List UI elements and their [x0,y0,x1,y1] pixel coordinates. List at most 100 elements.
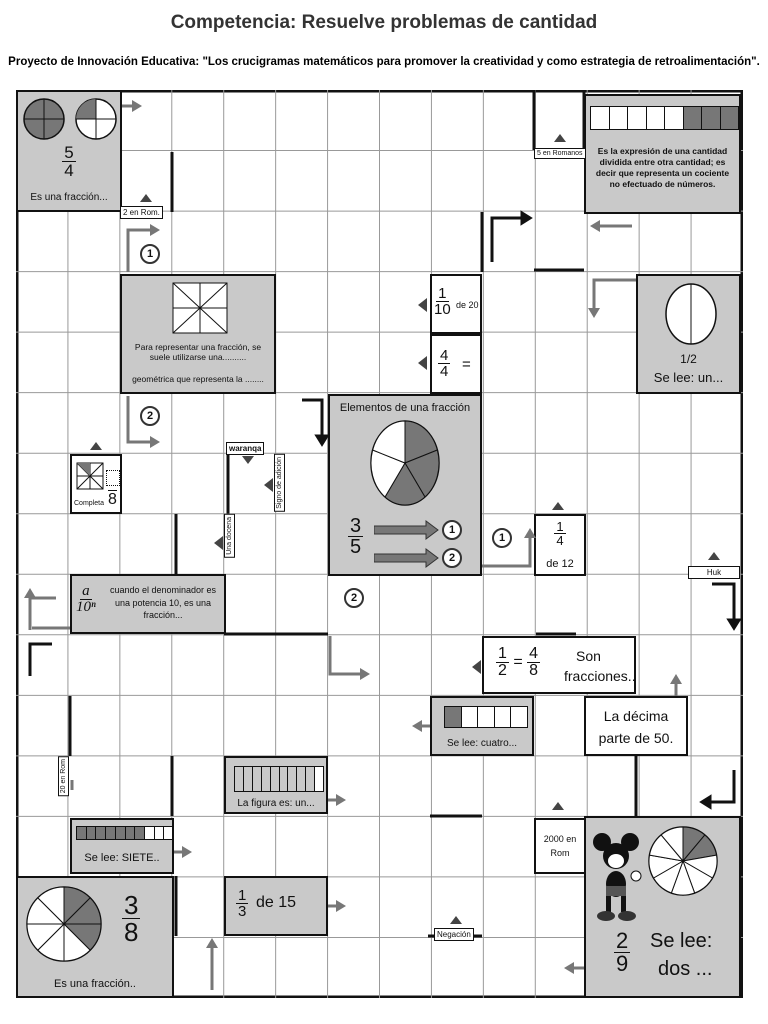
fraction-denominator: 10ⁿ [76,599,96,615]
fraction-denominator: 3 [238,903,247,920]
label-20-roman: 20 en Rom [58,756,69,797]
clue-title: Elementos de una fracción [339,402,471,414]
marker-one: 1 [492,528,512,548]
fraction-numerator: 3 [348,515,364,537]
fraction-numerator: 3 [122,890,141,920]
clue-text: Es la expresión de una cantidad dividida… [595,146,730,190]
fraction-numerator: 1 [236,887,249,904]
clue-text: Es una fracción... [30,192,108,203]
clue-complete-eighths: Completa 8 [70,454,122,514]
clue-text-2: parte de 50. [598,730,674,746]
label-waranqa: waranqa [226,442,265,455]
clue-text-1: 2000 en [543,834,577,844]
page-title: Competencia: Resuelve problemas de canti… [170,12,598,33]
fraction-denominator: 4 [64,161,74,180]
clue-text: de 20 [456,300,479,310]
circle-half-icon [665,283,717,345]
page-subtitle: Proyecto de Innovación Educativa: "Los c… [8,56,760,68]
arrow-right-icon [374,520,439,540]
triangle-up-icon [450,916,462,924]
equals-sign: = [513,653,523,671]
clue-text: Completa [74,500,104,507]
label-addition-sign: Signo de adición [274,454,285,512]
fraction-denominator: 4 [556,533,564,548]
clue-text-2: fracciones... [564,668,636,684]
bar-icon [76,826,172,840]
clue-text-1: La décima [603,708,669,724]
fraction-numerator: 1 [436,285,449,302]
circle-eighths-icon [26,886,102,962]
bar-icon [444,706,528,728]
clue-text-2: dos ... [658,958,713,980]
label-dozen: Una docena [224,514,235,558]
mouse-character-icon [593,833,642,921]
clue-text: de 12 [546,558,574,570]
clue-text-1: Se lee: [650,930,713,952]
triangle-up-icon [708,552,720,560]
marker-two: 2 [442,548,462,568]
clue-read-four: Se lee: cuatro... [430,696,534,756]
marker-two: 2 [140,406,160,426]
fraction-numerator: 1 [496,645,509,663]
fraction-denominator: 2 [498,662,507,679]
clue-text: = [462,356,471,373]
square-octants-icon [76,462,104,490]
triangle-down-icon [242,456,254,464]
triangle-up-icon [140,194,152,202]
clue-text-1: Para representar una fracción, se suele … [134,342,262,362]
clue-one-half: 1/2 Se lee: un... [636,274,741,394]
arrow-left-icon [214,536,223,550]
fraction-numerator: 2 [614,928,631,953]
clue-definition: Es la expresión de una cantidad dividida… [584,94,741,214]
fraction-denominator: 9 [616,951,629,976]
fraction-numerator: 4 [438,347,451,364]
clue-geometric-figure: Para representar una fracción, se suele … [120,274,276,394]
triangle-up-icon [90,442,102,450]
marker-one: 1 [140,244,160,264]
fraction-denominator: 5 [350,536,362,558]
triangle-up-icon [552,802,564,810]
clue-2000-roman: 2000 en Rom [534,818,586,874]
arrow-left-icon [418,356,427,370]
clue-text-1: Son [576,648,601,664]
clue-read-seven: Se lee: SIETE.. [70,818,174,874]
clue-text: de 15 [256,894,297,911]
arrow-right-icon [374,548,439,568]
arrow-left-icon [418,298,427,312]
fraction-numerator: 1 [554,519,566,534]
bar-icon [590,106,739,130]
fraction-denominator: 8 [108,490,117,508]
square-octants-icon [172,282,228,334]
clue-tenth-of-fifty: La décima parte de 50. [584,696,688,756]
label-5-roman: 5 en Romanos [534,148,586,159]
clue-value: 1/2 [680,352,697,366]
fraction-denominator: 10 [434,301,451,318]
marker-two: 2 [344,588,364,608]
circle-fifths-icon [370,420,440,506]
arrow-left-icon [472,660,481,674]
fraction-denominator: 8 [124,917,139,947]
clue-text: Se lee: cuatro... [446,738,518,749]
clue-text-2: geométrica que representa la ........ [132,374,264,384]
bar-icon [234,766,324,792]
circle-quarters-icon [23,98,117,140]
clue-figure-is: La figura es: un... [224,756,328,814]
clue-text-2: Rom [550,848,570,858]
fraction-numerator: a [80,583,92,600]
fraction-numerator: 5 [62,143,76,162]
fraction-denominator: 4 [440,363,449,380]
fraction-numerator: 4 [527,645,541,663]
label-negation: Negación [434,928,474,941]
clue-text: Se lee: un... [653,370,724,385]
circle-ninths-icon [648,826,718,896]
